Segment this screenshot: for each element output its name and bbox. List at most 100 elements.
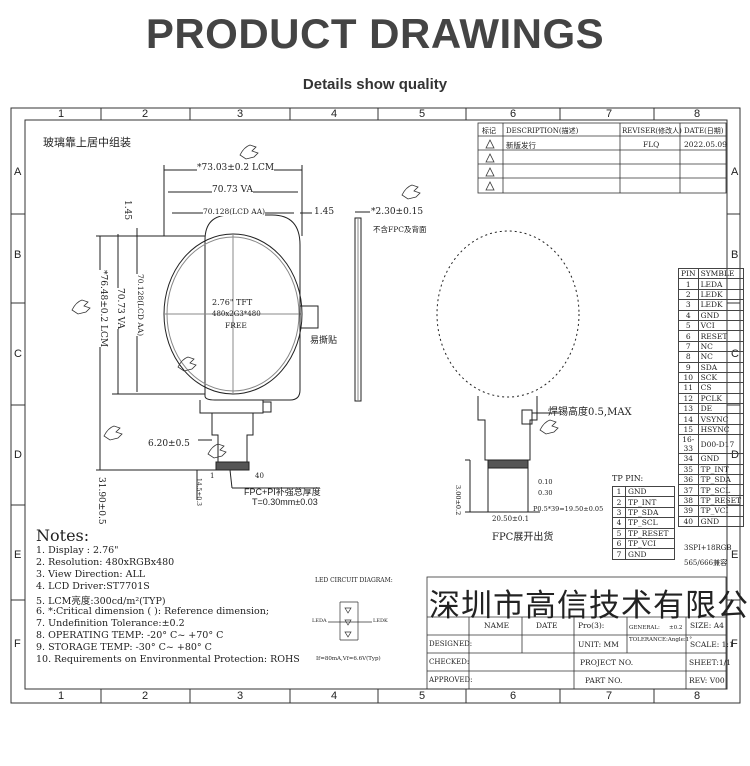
pin-number: 1: [678, 278, 699, 290]
tb-approved: APPROVED:: [429, 676, 473, 684]
tb-tolerance: TOLERANCE:Angle:1°: [629, 637, 692, 643]
row-label-left: B: [14, 249, 22, 261]
note-item: 2. Resolution: 480xRGBx480: [36, 557, 175, 569]
pin-symbol: NC: [697, 351, 745, 363]
note-item: 10. Requirements on Environmental Protec…: [36, 653, 300, 665]
pin-number: 35: [678, 463, 699, 476]
pin-symbol: LEDK: [697, 299, 745, 311]
pin-number: 38: [678, 494, 699, 507]
hand-pointer-icon: [103, 425, 123, 441]
rev-row-date: 2022.05.09: [684, 140, 727, 149]
note-item: 4. LCD Driver:ST7701S: [36, 581, 150, 593]
warning-triangle-icon: [485, 153, 495, 163]
note-item: 5. LCM亮度:300cd/m²(TYP): [36, 596, 166, 608]
pin-1-label: 1: [210, 472, 215, 480]
hand-pointer-icon: [71, 299, 91, 315]
pin-number: 36: [678, 474, 699, 486]
rev-row-reviser: FLQ: [643, 140, 660, 149]
dim-300: 3.00±0.2: [454, 485, 462, 516]
tb-sheet: SHEET:1/1: [689, 658, 731, 667]
pin-symbol: HSYNC: [697, 423, 745, 436]
pin-symbol: GND: [697, 309, 745, 321]
led-circuit: [328, 601, 372, 641]
column-label-top: 2: [142, 108, 149, 120]
pin-symbol: PCLK: [697, 392, 745, 405]
dim-010: 0.10: [538, 478, 553, 486]
dim-thickness: *2.30±0.15: [371, 207, 424, 217]
pin-symbol: LEDA: [697, 278, 745, 290]
tp-pin-symbol: TP_SCL: [625, 517, 675, 529]
sticker-label: 易撕贴: [310, 336, 338, 346]
tp-pin-number: 3: [612, 506, 626, 519]
warning-triangle-icon: [485, 139, 495, 149]
dim-2050: 20.50±0.1: [492, 515, 530, 523]
column-label-bottom: 1: [58, 690, 65, 702]
pin-interface: 3SPI+18RGB: [684, 544, 732, 552]
note-item: 7. Undefinition Tolerance:±0.2: [36, 617, 185, 629]
pin-number: 14: [678, 413, 699, 425]
tp-pin-number: 6: [612, 537, 626, 550]
tp-pin-number: 4: [612, 517, 626, 529]
tb-part-no: PART NO.: [585, 676, 623, 685]
pin-compat: 565/666兼容: [684, 559, 728, 567]
note-item: 9. STORAGE TEMP: -30° C~ +80° C: [36, 641, 212, 653]
page-title: PRODUCT DRAWINGS: [145, 10, 605, 57]
center-label-1: 2.76" TFT: [212, 298, 253, 307]
column-label-top: 4: [331, 108, 338, 120]
notes-title: Notes:: [36, 526, 90, 545]
column-label-bottom: 3: [237, 690, 244, 702]
rev-header-mark: 标记: [482, 127, 496, 135]
pin-number: 2: [678, 288, 699, 301]
pin-symbol: RESET: [697, 330, 745, 342]
dim-small: 14.5±0.3: [195, 478, 202, 506]
tb-date: DATE: [536, 621, 558, 630]
pin-number: 6: [678, 330, 699, 342]
pin-symbol: SDA: [697, 361, 745, 373]
row-label-left: D: [14, 449, 22, 461]
center-label-2: 480x2G3*480: [212, 310, 261, 318]
pin-number: 11: [678, 382, 699, 394]
column-label-top: 8: [694, 108, 701, 120]
column-label-bottom: 2: [142, 690, 149, 702]
tb-designed: DESIGNED:: [429, 640, 473, 648]
pin-symbol: NC: [697, 340, 745, 353]
pin-40-label: 40: [255, 472, 264, 480]
column-label-top: 7: [606, 108, 613, 120]
company-name: 深圳市高信技术有限公司: [429, 588, 750, 624]
hand-pointer-icon: [539, 419, 559, 435]
pin-symbol: LEDK: [697, 288, 745, 301]
rev-row-desc: 新版发行: [506, 141, 536, 150]
column-label-top: 3: [237, 108, 244, 120]
led-k-label: LEDK: [373, 618, 388, 624]
thickness-note: 不含FPC及背面: [373, 225, 427, 234]
tp-pin-number: 1: [612, 485, 626, 498]
hand-pointer-icon: [401, 184, 421, 200]
pin-symbol: VSYNC: [697, 413, 745, 425]
column-label-bottom: 8: [694, 690, 701, 702]
